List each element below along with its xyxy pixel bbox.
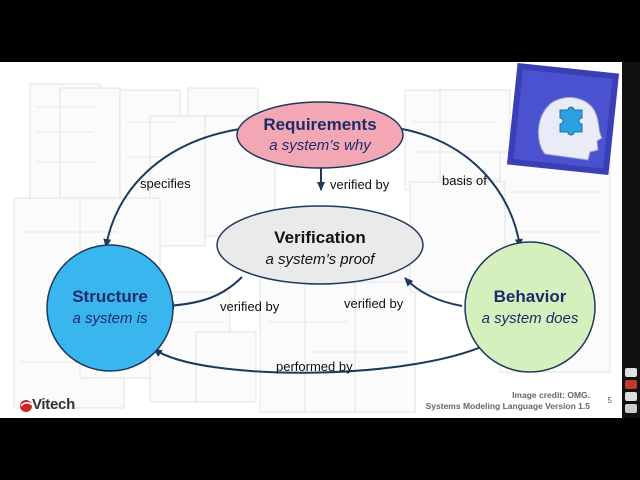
node-requirements: Requirements a system’s why <box>236 101 404 169</box>
edge-label-specifies: specifies <box>140 176 191 191</box>
diagram-edges <box>103 128 523 374</box>
edge-label-verified-by-requirements: verified by <box>330 177 390 192</box>
vitech-logo-icon <box>20 400 33 412</box>
page-number: 5 <box>607 396 612 405</box>
vitech-brand: Vitech <box>32 396 75 413</box>
slide: specifies verified by basis of verified … <box>0 62 622 418</box>
edge-verified-by-behavior <box>404 277 463 307</box>
head-with-puzzle-icon <box>506 62 620 176</box>
diagram-canvas: specifies verified by basis of verified … <box>13 62 620 413</box>
edge-label-verified-by-structure: verified by <box>220 299 280 314</box>
toolbar-button-1[interactable] <box>625 368 637 377</box>
edge-performed-by <box>153 339 497 374</box>
requirements-title: Requirements <box>263 115 376 134</box>
verification-subtitle: a system’s proof <box>266 251 377 268</box>
edge-label-verified-by-behavior: verified by <box>344 296 404 311</box>
edge-basis-of <box>401 128 523 248</box>
credit-line-2: Systems Modeling Language Version 1.5 <box>425 401 590 411</box>
structure-subtitle: a system is <box>72 310 148 327</box>
toolbar-button-2[interactable] <box>625 380 637 389</box>
structure-title: Structure <box>72 287 148 306</box>
verification-title: Verification <box>274 228 366 247</box>
node-structure: Structure a system is <box>46 244 174 372</box>
requirements-subtitle: a system’s why <box>269 137 372 154</box>
edge-specifies <box>103 128 241 248</box>
toolbar-button-4[interactable] <box>625 404 637 413</box>
player-side-toolbar <box>622 62 640 418</box>
behavior-subtitle: a system does <box>482 310 579 327</box>
node-verification: Verification a system’s proof <box>216 205 424 285</box>
edge-label-performed-by: performed by <box>276 359 353 374</box>
node-behavior: Behavior a system does <box>464 241 596 373</box>
toolbar-button-3[interactable] <box>625 392 637 401</box>
image-credit: Image credit: OMG. Systems Modeling Lang… <box>426 390 590 412</box>
edge-verified-by-structure <box>165 276 243 310</box>
credit-line-1: Image credit: OMG. <box>512 390 590 400</box>
edge-label-basis-of: basis of <box>442 173 487 188</box>
behavior-title: Behavior <box>494 287 567 306</box>
